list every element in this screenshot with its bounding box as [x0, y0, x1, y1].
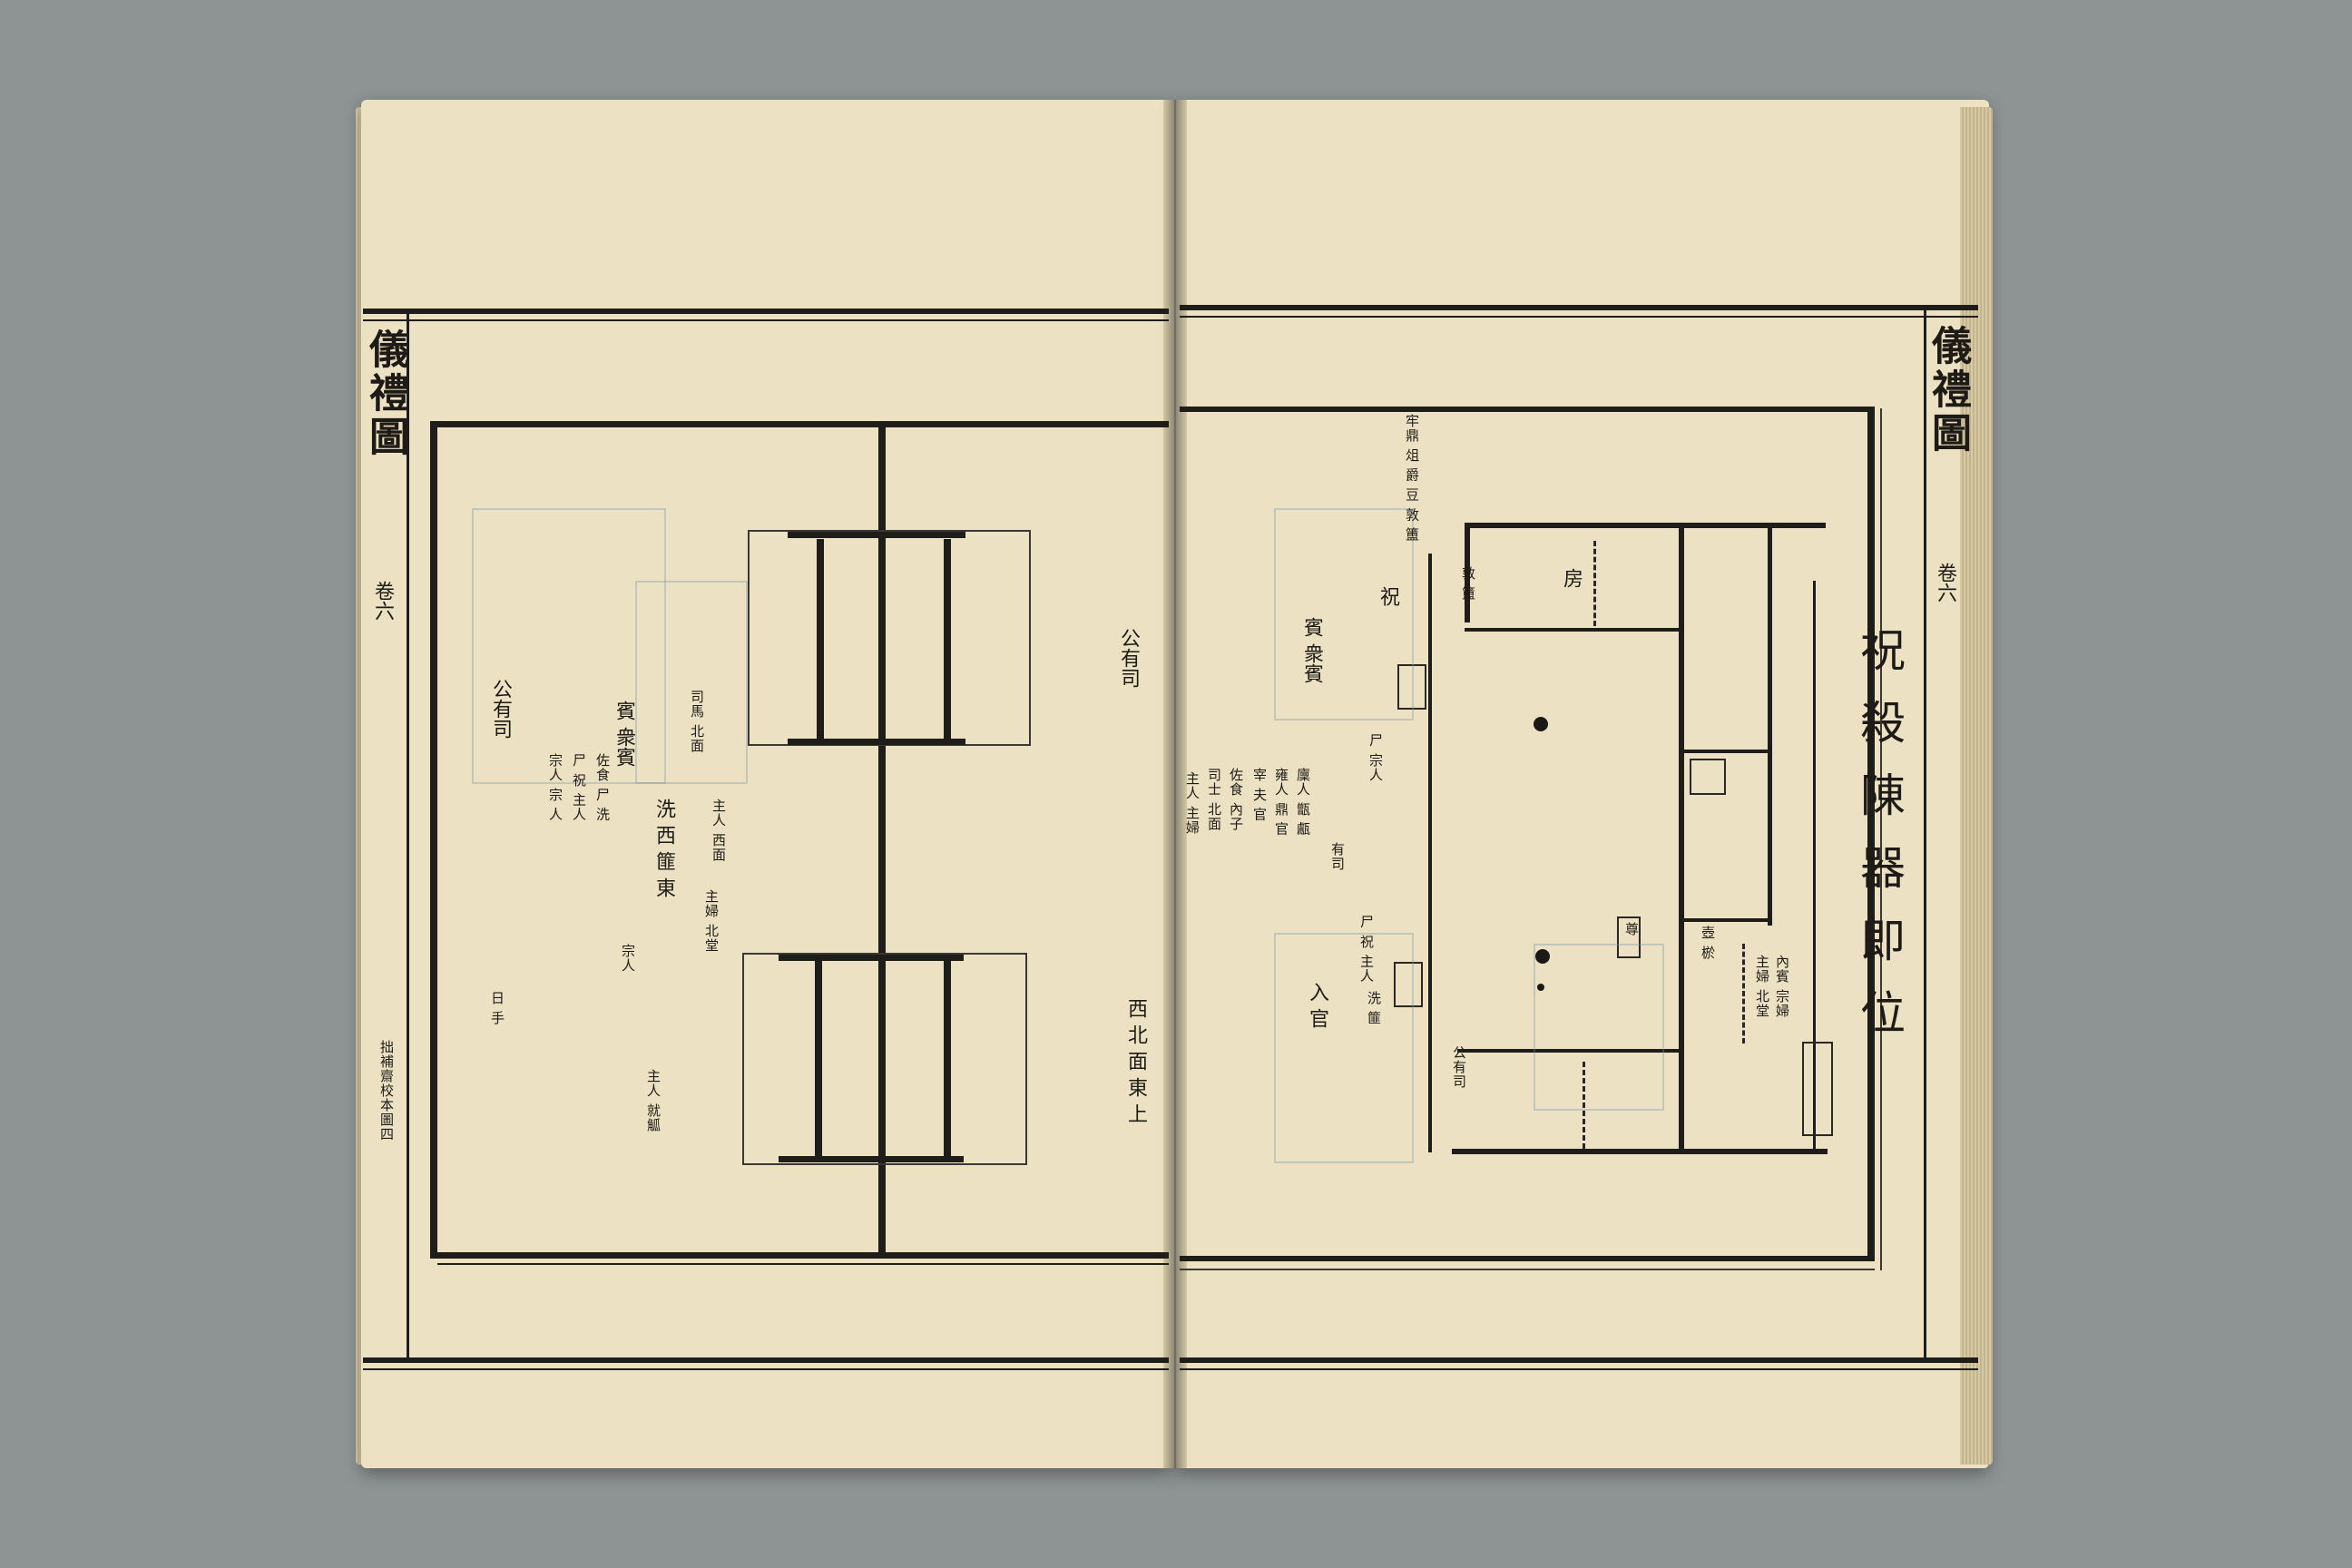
label-note-j: 內賓 宗婦: [1774, 955, 1790, 1018]
label-note-b: 司士 北面: [1206, 768, 1222, 831]
label-note-f: 廩人 甑 甗: [1295, 768, 1311, 837]
label-note-g: 尊: [1623, 922, 1640, 936]
label-note-i: 主婦 北堂: [1754, 955, 1770, 1018]
label-sub-note-4: 司馬 北面: [689, 690, 705, 753]
left-margin-volume: 卷六: [371, 581, 394, 621]
label-fang: 房: [1560, 568, 1583, 588]
label-ri-shou: 日 手: [489, 991, 505, 1025]
page-heading: 祝殺陳器即位: [1853, 626, 1906, 1062]
label-zong-ren: 宗人: [620, 944, 636, 973]
label-note-h: 壺 棜: [1700, 926, 1716, 960]
label-zhu-ren: 主人 就觚: [645, 1069, 662, 1132]
label-top-notes: 牢鼎 俎 爵 豆 敦 簠: [1404, 414, 1420, 542]
label-note-e: 雍人 鼎 官: [1273, 768, 1289, 837]
left-margin-title: 儀禮圖: [362, 328, 408, 459]
right-margin-volume: 卷六: [1934, 563, 1956, 603]
label-sub-note-3: 佐食 尸 洗: [594, 753, 611, 822]
label-you-si: 有司: [1329, 842, 1346, 871]
label-sub-note-1: 宗人 宗 人: [547, 753, 564, 822]
label-gong-you-si-2: 公有司: [1117, 628, 1140, 688]
label-note-d: 宰 夫 官: [1251, 768, 1268, 822]
label-shi: 尸 宗人: [1367, 733, 1384, 782]
label-sub-note-6: 主婦 北堂: [703, 889, 720, 953]
book-gutter: [1163, 100, 1187, 1468]
right-page: [1176, 100, 1989, 1468]
left-margin-footer: 拙補齋校本圖四: [378, 1040, 395, 1142]
label-gong-you-si: 公有司: [489, 679, 512, 739]
label-xi: 洗 篚: [1366, 991, 1382, 1025]
label-sub-note-2: 尸 祝 主人: [571, 753, 587, 822]
left-page: [361, 100, 1171, 1468]
label-xi-ru: 洗 西 篚 東: [652, 799, 675, 897]
label-note-c: 佐食 內子: [1228, 768, 1244, 831]
label-gong-you-si-right: 公有司: [1451, 1045, 1467, 1089]
right-margin-title: 儀禮圖: [1925, 325, 1971, 456]
label-zhu: 祝: [1377, 586, 1399, 606]
label-sub-note-5: 主人 西面: [710, 799, 727, 862]
label-note-k: 尸 祝 主人: [1358, 915, 1375, 984]
label-bin-zhi: 賓 衆賓: [612, 701, 635, 767]
label-xi-west: 西 北 面 東 上: [1124, 998, 1147, 1123]
label-ru: 入 官: [1306, 982, 1328, 1028]
label-note-a: 主人 主婦: [1184, 771, 1200, 835]
right-page-stack-edge: [1960, 107, 1993, 1465]
label-fang-sub: 敦 簠: [1460, 566, 1476, 601]
label-bin: 賓 衆賓: [1300, 617, 1323, 683]
